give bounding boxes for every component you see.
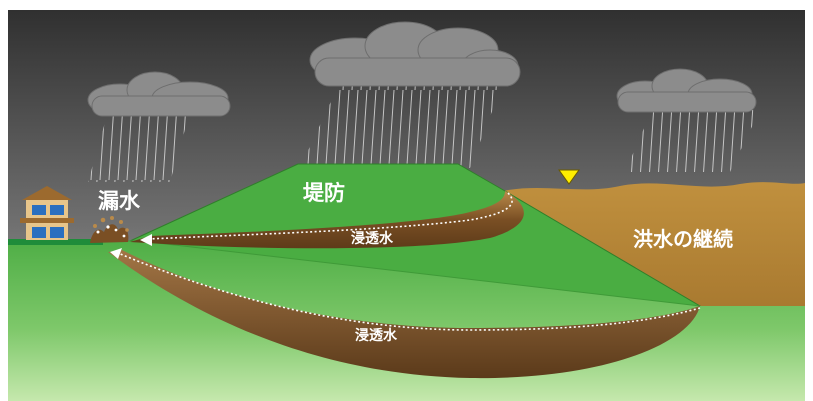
lower-seepage-label: 浸透水 [355,327,398,344]
lower-seepage-path [108,250,700,379]
upper-seepage-path [130,191,524,249]
rain-cloud-icon [616,68,760,172]
house-icon [20,186,74,240]
upper-seepage-flowline [147,192,513,240]
ground-strip [8,239,103,245]
lower-seepage-flowline [117,252,701,331]
levee-label: 堤防 [303,181,345,205]
water-level-triangle-icon [558,169,580,185]
leak-label: 漏水 [98,189,141,213]
lower-seepage-arrow [110,248,122,259]
rain-cloud-icon [300,21,521,168]
leak-spray-icon [90,216,129,243]
upper-seepage-arrow [140,234,152,246]
rain-cloud-icon [87,71,231,182]
upper-seepage-label: 浸透水 [351,230,394,247]
flood-label: 洪水の継続 [633,227,733,251]
flood-water [498,182,805,306]
